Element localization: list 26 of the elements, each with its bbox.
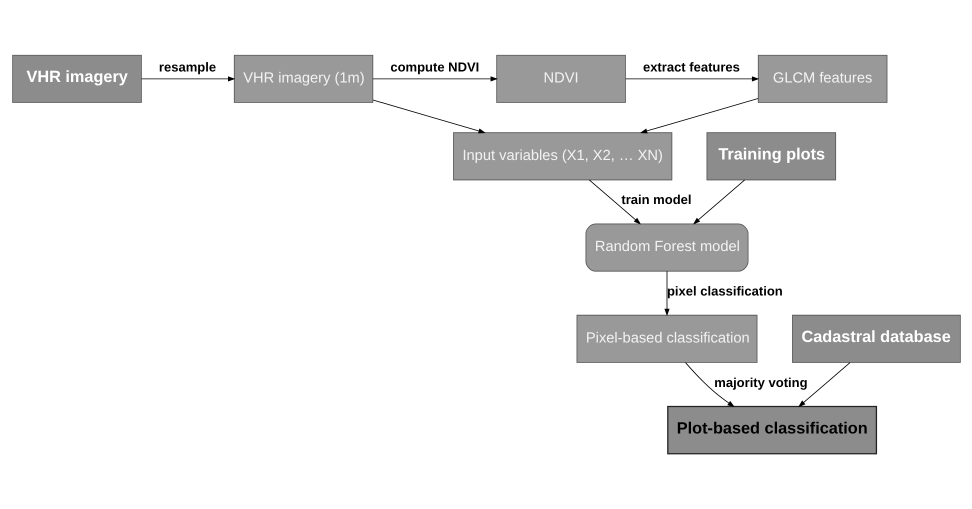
node-box: Pixel-based classification: [576, 314, 757, 363]
arrow: [624, 76, 759, 82]
node-box: Training plots: [706, 132, 836, 180]
arrow: [372, 76, 498, 82]
arrow: [692, 180, 745, 224]
arrow: [372, 100, 486, 134]
node-box: GLCM features: [757, 54, 887, 103]
node-box: Input variables (X1, X2, … XN): [452, 132, 672, 180]
node-box: Random Forest model: [585, 224, 748, 272]
edge-label: compute NDVI: [390, 59, 479, 74]
node-box: Plot-based classification: [666, 406, 877, 454]
arrow: [798, 362, 850, 408]
node-box: NDVI: [496, 54, 626, 103]
edge-label: majority voting: [714, 374, 808, 390]
arrow: [140, 76, 235, 82]
edge-label: train model: [620, 192, 692, 208]
arrow: [588, 180, 641, 224]
edge-label: pixel classification: [666, 283, 782, 298]
node-box: VHR imagery: [12, 54, 142, 103]
arrow: [639, 98, 758, 134]
edge-label: resample: [158, 59, 216, 74]
node-box: VHR imagery (1m): [233, 54, 373, 103]
arrow: [684, 362, 734, 408]
node-box: Cadastral database: [792, 314, 960, 363]
edge-label: extract features: [642, 59, 740, 74]
arrow: [664, 270, 670, 316]
